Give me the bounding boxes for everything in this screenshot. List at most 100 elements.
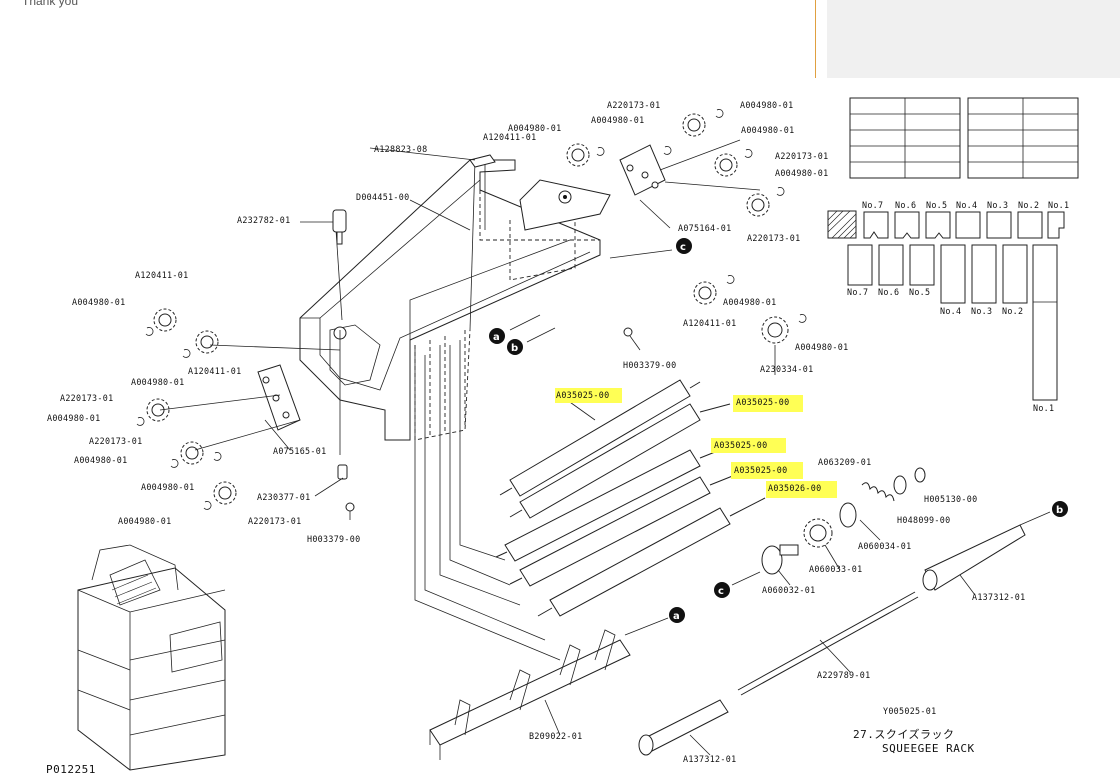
no2-label: No.2 [1018,200,1039,210]
svg-text:a: a [673,611,680,622]
page-text: Thank you [22,0,79,8]
divider [815,0,816,78]
part-label: A120411-01 [188,366,241,376]
spring-assembly [761,467,926,575]
gear-mid-2 [761,316,789,344]
part-label: B209022-01 [529,731,582,741]
part-label: A004980-01 [72,297,125,307]
drawing-number: P012251 [46,763,96,776]
roller-1 [499,379,701,497]
no5-label-2: No.5 [909,287,930,297]
gear-top-2 [566,143,590,167]
part-label: A004980-01 [741,125,794,135]
part-label: A220173-01 [607,100,660,110]
callout-a-bottom: a [624,607,685,636]
part-label: A220173-01 [248,516,301,526]
screw-bottom [345,502,355,520]
callout-c-bottom: c [714,571,761,598]
no7-label-2: No.7 [847,287,868,297]
part-label: A035025-00 [736,397,789,407]
callout-a-mid: a [489,314,541,344]
no6-label-2: No.6 [878,287,899,297]
part-label: A060032-01 [762,585,815,595]
highlight-a035025-3 [711,438,786,453]
no1-label: No.1 [1048,200,1069,210]
machine-sketch [77,544,226,771]
rod-lines [332,159,561,661]
no4-label: No.4 [956,200,977,210]
gear-top-4 [746,193,770,217]
part-label: A035026-00 [768,483,821,493]
part-label: A128823-08 [374,144,427,154]
part-label: A075165-01 [273,446,326,456]
part-label: A004980-01 [508,123,561,133]
highlight-a035025-1 [555,388,622,403]
svg-text:b: b [511,343,518,354]
gear-left-2 [195,330,219,354]
right-panel [827,0,1120,78]
part-label: A137312-01 [683,754,736,764]
part-label: A035025-00 [714,440,767,450]
svg-text:c: c [718,586,724,597]
no5-label: No.5 [926,200,947,210]
no2-label-2: No.2 [1002,306,1023,316]
gear-top-1 [682,113,706,137]
part-label: A004980-01 [131,377,184,387]
gear-left-4 [180,441,204,465]
roller-4 [509,474,736,587]
gear-top-3 [714,153,738,177]
gear-mid-1 [693,281,717,305]
legend-table-left [849,97,961,179]
gear-large [803,518,833,548]
callout-b-mid: b [507,327,556,355]
part-label: A075164-01 [678,223,731,233]
callout-c-top: c [609,238,692,259]
part-label: A004980-01 [775,168,828,178]
part-label: A220173-01 [89,436,142,446]
title-japanese: 27.スクイズラック [853,727,955,741]
part-label: A060033-01 [809,564,862,574]
part-label: A220173-01 [60,393,113,403]
handle-right [922,524,1026,591]
part-label: A063209-01 [818,457,871,467]
rack-frame [299,159,611,480]
part-label: A004980-01 [47,413,100,423]
svg-text:b: b [1056,505,1063,516]
roller-5 [537,497,766,617]
part-label: H005130-00 [924,494,977,504]
part-label: A004980-01 [141,482,194,492]
squeegee-rack [429,629,631,760]
no7-label: No.7 [862,200,883,210]
linkage-plate-left [159,344,341,451]
part-label: A232782-01 [237,215,290,225]
title-english: SQUEEGEE RACK [882,742,975,755]
highlight-a035025-2 [733,395,803,412]
part-label: A137312-01 [972,592,1025,602]
part-label: A120411-01 [135,270,188,280]
blade-profiles-row1 [863,211,1065,239]
gear-left-1 [153,308,177,332]
linkage-plate-top [619,139,761,196]
gear-left-3 [146,398,170,422]
highlight-a035026 [766,481,837,498]
legend-table-right [967,97,1079,179]
roller-2 [509,403,731,519]
no4-label-2: No.4 [940,306,961,316]
blade-profiles-row2 [847,244,1058,401]
screw-mid [623,327,641,351]
highlight-a035025-4 [731,462,803,479]
callout-b-right: b [1019,501,1068,526]
hatched-key [827,210,857,239]
part-label: A060034-01 [858,541,911,551]
part-label: A229789-01 [817,670,870,680]
part-label: A220173-01 [747,233,800,243]
handle-bottom [638,699,729,756]
part-label: Y005025-01 [883,706,936,716]
small-bracket [469,154,496,168]
svg-text:c: c [680,242,686,253]
svg-text:a: a [493,332,500,343]
gear-left-5 [213,481,237,505]
part-label: A004980-01 [740,100,793,110]
